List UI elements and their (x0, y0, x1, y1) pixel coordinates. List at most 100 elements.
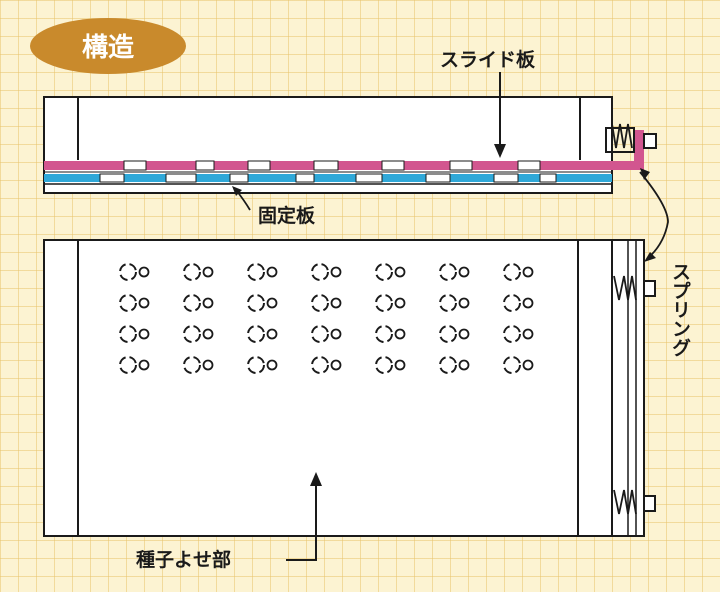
slide-plate-arrow (494, 72, 506, 158)
seed-hole-cell (439, 325, 470, 343)
seed-hole-cell (375, 263, 406, 281)
seed-hole-cell (183, 263, 214, 281)
seed-outline (503, 263, 521, 281)
seed-hole-cell (439, 356, 470, 374)
hole (330, 359, 342, 371)
seed-hole-cell (247, 356, 278, 374)
fixed-plate (44, 173, 612, 183)
seed-gather-label: 種子よせ部 (136, 548, 231, 571)
hole (266, 297, 278, 309)
seed-hole-cell (247, 325, 278, 343)
fixed-plate-opening (355, 173, 383, 183)
fixed-plate-opening (99, 173, 125, 183)
top-assembly: スライド板 固定板 (43, 48, 657, 227)
title-text: 構造 (82, 33, 134, 63)
title-badge-shape (30, 18, 186, 74)
seed-outline (247, 263, 265, 281)
hole (394, 328, 406, 340)
seed-outline (439, 294, 457, 312)
bottom-assembly: 種子よせ部 (43, 239, 656, 571)
seed-outline (375, 325, 393, 343)
hole (522, 266, 534, 278)
seed-outline (439, 356, 457, 374)
seed-outline (503, 294, 521, 312)
hole (394, 297, 406, 309)
hole (202, 266, 214, 278)
seed-hole-cell (247, 263, 278, 281)
seed-outline (119, 356, 137, 374)
seed-hole-cell (375, 294, 406, 312)
seed-hole-cell (439, 263, 470, 281)
top-spring-knob (643, 133, 657, 149)
seed-outline (439, 325, 457, 343)
seed-outline (503, 325, 521, 343)
hole (202, 359, 214, 371)
seed-hole-cell (311, 263, 342, 281)
seed-outline (311, 325, 329, 343)
seed-hole-cell (119, 325, 150, 343)
seed-outline (247, 356, 265, 374)
seed-outline (247, 325, 265, 343)
bottom-box (43, 239, 613, 537)
slide-plate-bar (44, 161, 644, 170)
seed-outline (375, 356, 393, 374)
hole (266, 359, 278, 371)
seed-hole-cell (311, 294, 342, 312)
seed-hole-cell (183, 294, 214, 312)
seed-outline (119, 294, 137, 312)
seed-hole-cell (503, 356, 534, 374)
seed-hole-cell (119, 294, 150, 312)
seed-outline (375, 263, 393, 281)
seed-hole-cell (119, 356, 150, 374)
seed-outline (119, 263, 137, 281)
seed-outline (503, 356, 521, 374)
fixed-plate-opening (425, 173, 451, 183)
seed-outline (183, 356, 201, 374)
spring-pointer (639, 168, 669, 262)
top-spring-coil (611, 123, 633, 149)
hole (266, 266, 278, 278)
seed-hole-cell (119, 263, 150, 281)
hole (458, 359, 470, 371)
hole (138, 359, 150, 371)
hole (138, 266, 150, 278)
fixed-plate-arrow (232, 186, 251, 211)
seed-outline (183, 294, 201, 312)
seed-outline (311, 356, 329, 374)
slide-plate-opening (247, 160, 271, 171)
hole (138, 297, 150, 309)
spring-label: スプリング (669, 262, 691, 357)
hole (330, 266, 342, 278)
fixed-plate-opening (229, 173, 249, 183)
upper-spring-coil (613, 275, 637, 301)
hole (330, 297, 342, 309)
slide-plate-opening (313, 160, 339, 171)
fixed-plate-bar (44, 174, 612, 182)
seed-gather-arrow (286, 472, 322, 561)
hole (522, 328, 534, 340)
slide-plate-label: スライド板 (440, 48, 536, 71)
hole (330, 328, 342, 340)
slide-plate-opening (195, 160, 215, 171)
slide-plate-opening (449, 160, 473, 171)
fixed-plate-opening (295, 173, 315, 183)
hole (522, 359, 534, 371)
hole (458, 328, 470, 340)
top-spring (605, 123, 657, 153)
slide-plate-opening (517, 160, 541, 171)
slide-plate-end (634, 130, 644, 170)
title-badge: 構造 (30, 18, 186, 74)
seed-hole-grid (119, 263, 534, 374)
seed-hole-cell (183, 325, 214, 343)
seed-hole-cell (503, 263, 534, 281)
lower-spring-coil (613, 489, 637, 515)
spring-housing (611, 239, 656, 537)
seed-hole-cell (183, 356, 214, 374)
fixed-plate-opening (539, 173, 557, 183)
seed-hole-cell (503, 294, 534, 312)
seed-hole-cell (311, 356, 342, 374)
fixed-plate-opening (493, 173, 519, 183)
slide-plate-opening (381, 160, 405, 171)
seed-hole-cell (503, 325, 534, 343)
hole (394, 266, 406, 278)
